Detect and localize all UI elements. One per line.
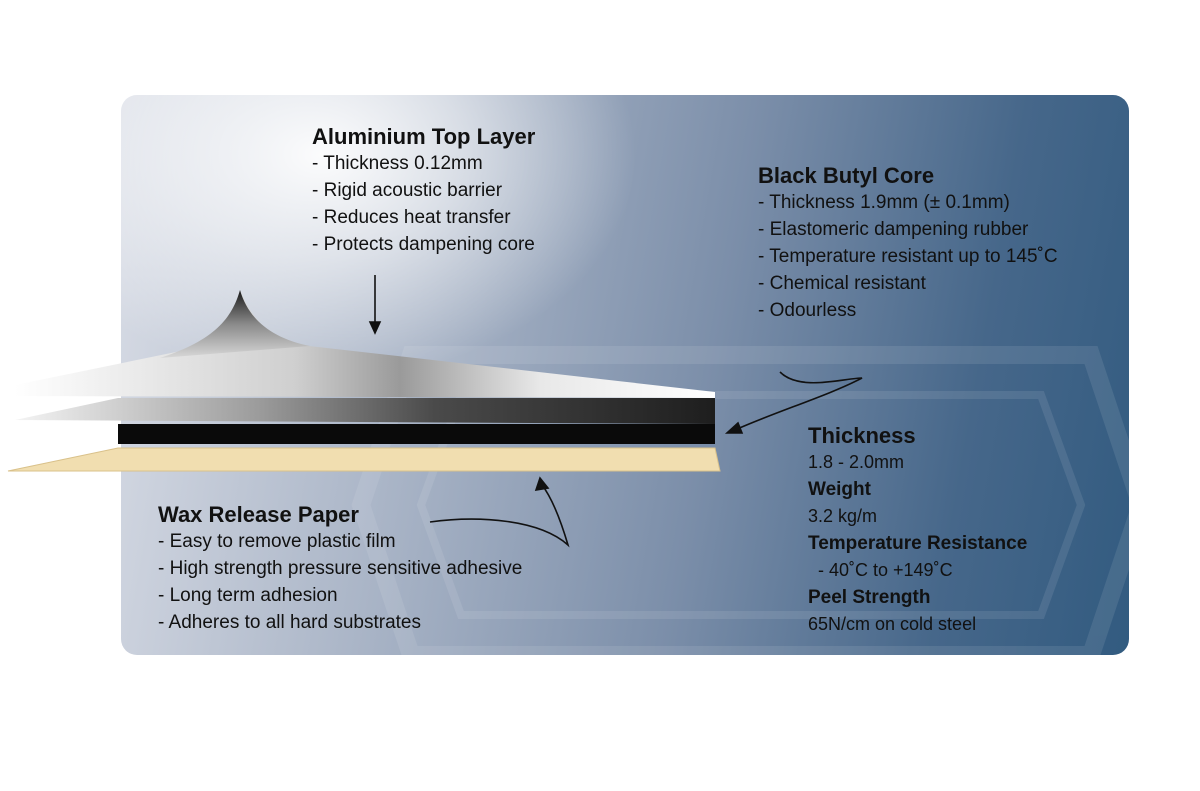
butyl-item: - Chemical resistant bbox=[758, 273, 926, 294]
spec-value-weight: 3.2 kg/m bbox=[808, 506, 878, 526]
butyl-item: - Temperature resistant up to 145˚C bbox=[758, 246, 1058, 267]
wax-arrow bbox=[429, 476, 570, 548]
aluminium-item: - Reduces heat transfer bbox=[312, 207, 511, 228]
spec-value-thickness: 1.8 - 2.0mm bbox=[808, 452, 905, 472]
aluminium-item: - Thickness 0.12mm bbox=[312, 153, 483, 174]
aluminium-title: Aluminium Top Layer bbox=[312, 124, 536, 149]
aluminium-info: Aluminium Top Layer - Thickness 0.12mm -… bbox=[312, 123, 535, 258]
spec-value-temperature: - 40˚C to +149˚C bbox=[808, 560, 953, 580]
butyl-item: - Thickness 1.9mm (± 0.1mm) bbox=[758, 192, 1010, 213]
spec-label-thickness: Thickness bbox=[808, 423, 916, 448]
spec-value-peel: 65N/cm on cold steel bbox=[808, 614, 977, 634]
aluminium-layer bbox=[15, 290, 715, 398]
wax-title: Wax Release Paper bbox=[158, 502, 359, 527]
wax-paper-layer bbox=[7, 447, 721, 472]
aluminium-item: - Protects dampening core bbox=[312, 234, 535, 255]
aluminium-item: - Rigid acoustic barrier bbox=[312, 180, 503, 201]
specs-info: Thickness 1.8 - 2.0mm Weight 3.2 kg/m Te… bbox=[808, 422, 1027, 638]
butyl-info: Black Butyl Core - Thickness 1.9mm (± 0.… bbox=[758, 162, 1058, 324]
wax-item: - High strength pressure sensitive adhes… bbox=[158, 558, 523, 579]
aluminium-curl bbox=[160, 290, 310, 358]
carbuilders-watermark-logo bbox=[351, 346, 1129, 655]
wax-item: - Adheres to all hard substrates bbox=[158, 612, 421, 633]
spec-label-temperature: Temperature Resistance bbox=[808, 533, 1028, 554]
butyl-item: - Odourless bbox=[758, 300, 857, 321]
butyl-item: - Elastomeric dampening rubber bbox=[758, 219, 1029, 240]
spec-label-weight: Weight bbox=[808, 479, 871, 500]
spec-label-peel: Peel Strength bbox=[808, 587, 931, 608]
wax-item: - Easy to remove plastic film bbox=[158, 531, 396, 552]
wax-item: - Long term adhesion bbox=[158, 585, 338, 606]
butyl-core-layer bbox=[118, 424, 715, 444]
wax-info: Wax Release Paper - Easy to remove plast… bbox=[158, 501, 522, 636]
butyl-arrow bbox=[724, 371, 863, 434]
butyl-title: Black Butyl Core bbox=[758, 163, 935, 188]
grey-layer bbox=[15, 398, 715, 424]
aluminium-arrow bbox=[368, 275, 382, 335]
